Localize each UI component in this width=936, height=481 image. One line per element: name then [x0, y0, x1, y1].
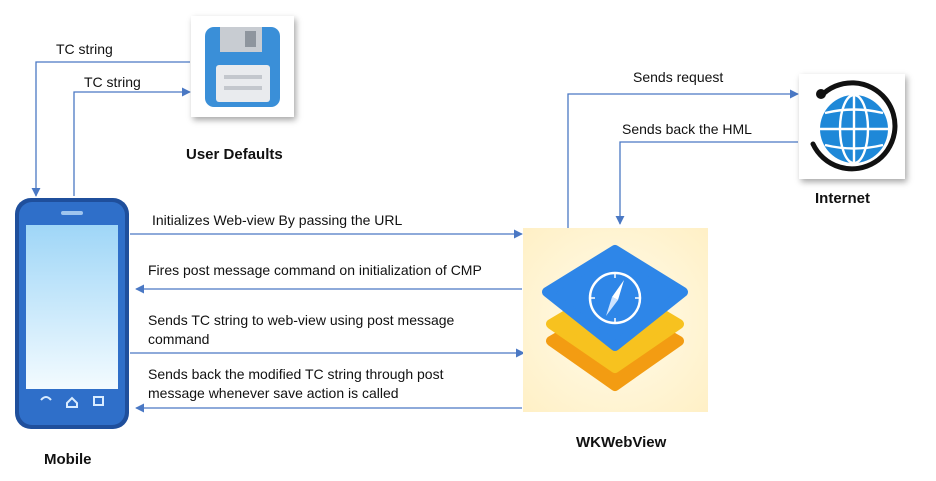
edge-label-sends-back-2: message whenever save action is called [148, 385, 399, 401]
smartphone-icon [15, 198, 129, 429]
edge-label-tc-string-2: TC string [84, 74, 141, 90]
edge-sends-back-hml [615, 141, 798, 225]
edge-label-sends-tc-2: command [148, 331, 210, 347]
edge-label-sends-back-hml: Sends back the HML [622, 121, 752, 137]
node-label-mobile: Mobile [44, 451, 92, 468]
user-defaults-card [191, 16, 294, 117]
edge-label-init-webview: Initializes Web-view By passing the URL [152, 212, 403, 228]
node-label-wkwebview: WKWebView [576, 434, 667, 451]
edge-sends-request [567, 89, 799, 228]
edge-tc-string-to-mobile [31, 61, 190, 197]
floppy-disk-icon [205, 27, 280, 107]
edge-label-sends-back-1: Sends back the modified TC string throug… [148, 366, 444, 382]
wkwebview-card [523, 228, 708, 412]
edge-label-sends-request: Sends request [633, 69, 724, 85]
globe-icon [810, 80, 898, 172]
mobile-node [14, 197, 130, 430]
internet-card [799, 74, 905, 179]
edge-tc-string-to-user-defaults [73, 87, 191, 196]
edge-label-tc-string-1: TC string [56, 41, 113, 57]
edge-label-sends-tc-1: Sends TC string to web-view using post m… [148, 312, 455, 328]
node-label-internet: Internet [815, 190, 871, 207]
edge-label-fires-post: Fires post message command on initializa… [148, 262, 482, 278]
safari-webkit-icon [523, 228, 708, 412]
node-label-user-defaults: User Defaults [186, 146, 283, 163]
